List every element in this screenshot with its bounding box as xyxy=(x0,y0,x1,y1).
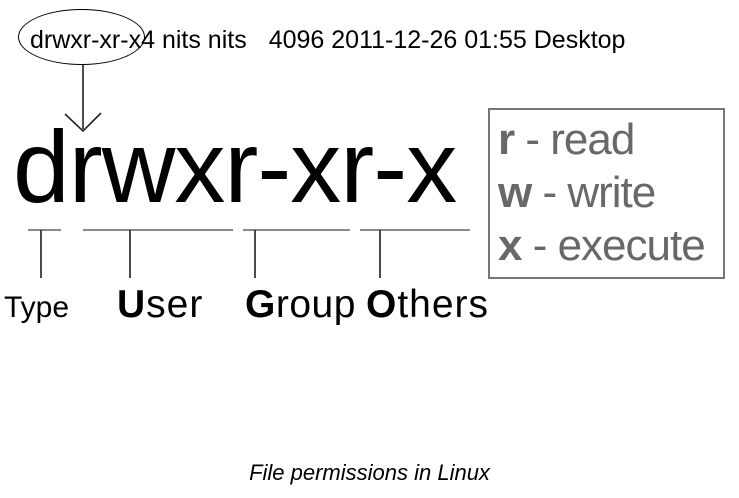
listing-size-date-name-text: 4096 2011-12-26 01:55 Desktop xyxy=(268,26,626,54)
user-bracket xyxy=(83,229,233,278)
others-label-rest: thers xyxy=(397,283,490,326)
big-permissions-text: drwxr-xr-x xyxy=(13,110,457,224)
type-label: Type xyxy=(4,291,70,324)
group-label-rest: roup xyxy=(275,283,356,326)
legend-execute-symbol: x xyxy=(498,221,523,270)
group-label: Group xyxy=(245,284,356,326)
user-label-rest: ser xyxy=(146,283,204,326)
legend-write-row: w - write xyxy=(498,167,723,218)
directory-listing-line: drwxr-xr-x4 nits nits 4096 2011-12-26 01:… xyxy=(30,25,625,55)
legend-write-symbol: w xyxy=(498,168,532,217)
diagram-caption: File permissions in Linux xyxy=(249,460,490,485)
others-label: Others xyxy=(366,284,489,326)
permissions-highlight-ellipse xyxy=(18,9,145,65)
legend-execute-row: x - execute xyxy=(498,220,723,271)
legend-read-meaning: - read xyxy=(514,115,635,164)
legend-box: r - read w - write x - execute xyxy=(488,108,725,279)
type-bracket xyxy=(28,229,61,278)
user-label: User xyxy=(117,284,203,326)
legend-execute-meaning: - execute xyxy=(521,221,706,270)
legend-read-row: r - read xyxy=(498,114,723,165)
group-bracket xyxy=(243,229,350,278)
user-label-initial: U xyxy=(117,283,147,326)
legend-write-meaning: - write xyxy=(531,168,656,217)
others-label-initial: O xyxy=(366,283,398,326)
listing-permissions-text: drwxr-xr-x xyxy=(30,26,142,54)
others-bracket xyxy=(360,229,470,278)
legend-read-symbol: r xyxy=(498,115,515,164)
group-label-initial: G xyxy=(245,283,276,326)
listing-links-owner-group-text: 4 nits nits xyxy=(141,26,247,54)
